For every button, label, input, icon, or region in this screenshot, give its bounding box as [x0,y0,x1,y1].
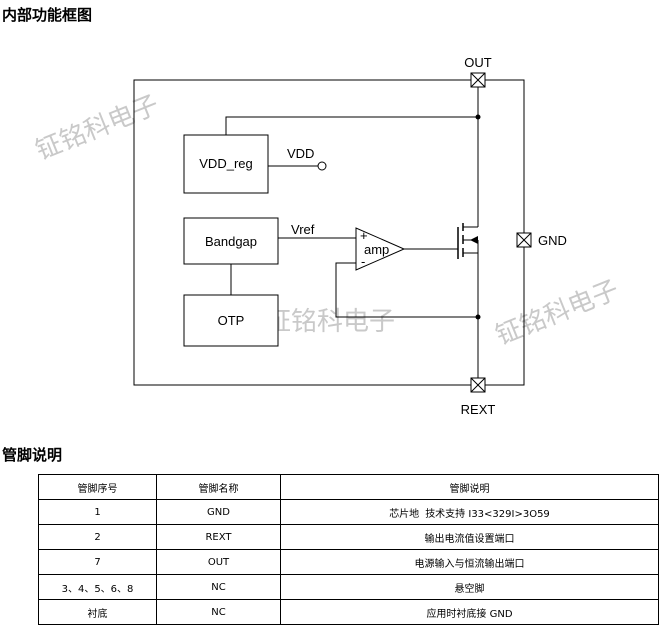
vdd-reg-supply-wire [225,116,478,135]
pin-out-label: OUT [464,55,492,70]
bandgap-block [183,217,279,265]
pin-out-terminal [470,72,486,88]
watermark: 钲铭科电子 [31,90,163,167]
pin-description: 电源输入与恒流输出端口 [280,549,659,575]
feedback-wire [335,262,478,318]
pin-gnd-label: GND [538,233,567,248]
vdd-reg-label: VDD_reg [199,156,252,171]
pin-gnd-terminal [516,232,532,248]
pin-description-cell: 芯片地技术支持 I33<329I>3O59 [280,499,659,525]
vdd-net-label: VDD [287,146,314,161]
pin-description: 输出电流值设置端口 [280,524,659,550]
section-title-block-diagram: 内部功能框图 [2,6,93,24]
pin-name: OUT [156,549,281,575]
column-header: 管脚说明 [280,474,659,500]
vdd-terminal [317,161,327,171]
table-row: 衬底 NC 应用时衬底接 GND [38,599,659,625]
otp-block [183,294,279,347]
pin-name: NC [156,599,281,625]
watermark: 钲铭科电子 [491,275,623,352]
table-row: 1 GND 芯片地技术支持 I33<329I>3O59 [38,499,659,525]
vdd-reg-block [183,134,269,194]
amp-label: amp [364,242,389,257]
pin-rext-label: REXT [461,402,496,417]
pin-number: 3、4、5、6、8 [38,574,157,600]
bandgap-label: Bandgap [205,234,257,249]
pin-name: NC [156,574,281,600]
table-header-row: 管脚序号 管脚名称 管脚说明 [38,474,659,500]
otp-label: OTP [218,313,245,328]
table-row: 7 OUT 电源输入与恒流输出端口 [38,549,659,575]
pin-number: 1 [38,499,157,525]
pin-name: GND [156,499,281,525]
pin-number: 7 [38,549,157,575]
amp-symbol [355,227,406,271]
pin-number: 衬底 [38,599,157,625]
pin-description: 芯片地 [389,508,420,520]
vref-net-label: Vref [291,222,315,237]
table-row: 3、4、5、6、8 NC 悬空脚 [38,574,659,600]
tech-support-note: 技术支持 I33<329I>3O59 [425,508,550,520]
block-diagram: 钲铭科电子 钲铭科电子 钲铭科电子 VDD_reg Bandgap OTP VD… [31,55,623,417]
amp-plus: + [360,228,368,243]
pin-rext-terminal [470,377,486,393]
pin-description: 悬空脚 [280,574,659,600]
watermark: 钲铭科电子 [265,307,395,337]
column-header: 管脚名称 [156,474,281,500]
pin-number: 2 [38,524,157,550]
table-row: 2 REXT 输出电流值设置端口 [38,524,659,550]
pin-description: 应用时衬底接 GND [280,599,659,625]
column-header: 管脚序号 [38,474,157,500]
section-title-pin-description: 管脚说明 [2,446,63,464]
amp-minus: - [361,254,365,269]
mosfet-arrow [470,236,478,244]
pin-table: 管脚序号 管脚名称 管脚说明 1 GND 芯片地技术支持 I33<329I>3O… [38,474,659,625]
pin-name: REXT [156,524,281,550]
